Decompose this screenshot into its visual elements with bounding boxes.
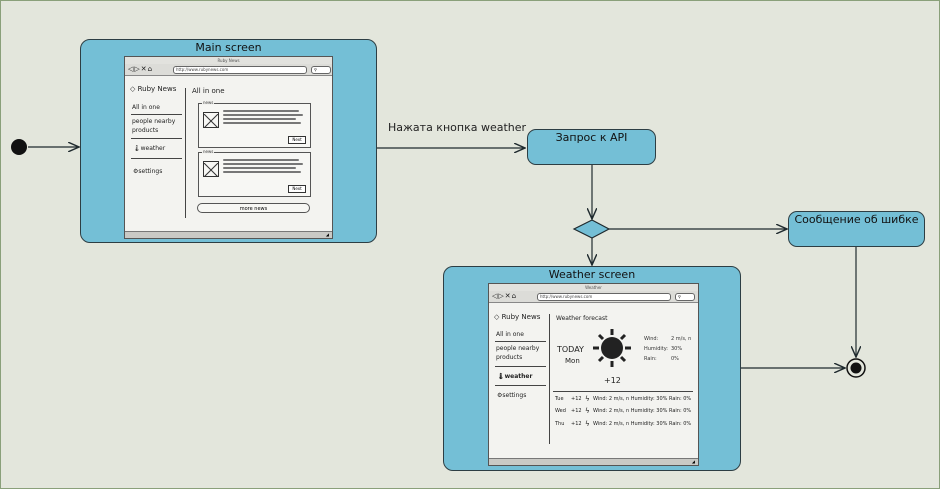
sidebar-logo: ◇ Ruby News [130, 85, 176, 93]
current-temperature: +12 [604, 376, 621, 385]
sidebar-item-label: settings [138, 168, 163, 175]
sidebar-divider [131, 138, 182, 139]
forecast-day: Thu [555, 421, 565, 427]
search-field: ⚲ [311, 66, 331, 74]
sidebar-separator [549, 314, 550, 444]
next-button: Next [288, 136, 306, 144]
page-title: Weather forecast [556, 315, 608, 322]
forecast-temp: +12 [571, 396, 582, 402]
card-legend: news [202, 100, 215, 105]
search-field: ⚲ [675, 293, 695, 301]
detail-key: Rain: [644, 356, 657, 362]
browser-toolbar: ◁▷✕⌂ http://www.rubynews.com ⚲ [489, 291, 698, 303]
browser-toolbar: ◁▷✕⌂ http://www.rubynews.com ⚲ [125, 64, 332, 76]
state-title: Main screen [195, 41, 262, 54]
news-card: news Next [198, 100, 311, 148]
forecast-day: Wed [555, 408, 566, 414]
detail-value: 30% [671, 346, 683, 352]
lightning-icon: ϟ [585, 407, 590, 415]
sidebar-divider [131, 158, 182, 159]
error-message-action: Сообщение об шибке [788, 211, 925, 247]
next-button: Next [288, 185, 306, 193]
gear-icon: ⚙ [497, 392, 503, 399]
sidebar-divider [495, 366, 546, 367]
state-title: Weather screen [548, 268, 636, 281]
sidebar-logo: ◇ Ruby News [494, 313, 540, 321]
sidebar-item-label: weather [504, 373, 533, 380]
final-node-core [850, 362, 862, 374]
thermometer-icon: 🌡 [133, 145, 141, 152]
more-news-button: more news [197, 203, 310, 213]
sidebar-item-weather: 🌡weather [497, 373, 532, 380]
logo-text: Ruby News [501, 313, 541, 321]
sidebar-item-people-nearby: people nearby [496, 345, 540, 352]
weather-browser-mockup: Weather ◁▷✕⌂ http://www.rubynews.com ⚲ ◢ [488, 283, 699, 466]
sidebar-item-all-in-one: All in one [132, 104, 160, 111]
nav-buttons-icon: ◁▷✕⌂ [128, 65, 154, 73]
sidebar-item-label: weather [140, 145, 166, 152]
day-label: Mon [565, 357, 580, 365]
sidebar-item-all-in-one: All in one [496, 331, 524, 338]
forecast-temp: +12 [571, 421, 582, 427]
status-bar: ◢ [125, 231, 332, 238]
sun-icon [593, 329, 631, 367]
today-label: TODAY [557, 345, 584, 354]
lightning-icon: ϟ [585, 395, 590, 403]
url-bar: http://www.rubynews.com [537, 293, 671, 301]
sidebar-item-people-nearby: people nearby [132, 118, 176, 125]
status-bar: ◢ [489, 458, 698, 465]
news-card: news Next [198, 149, 311, 197]
sidebar-divider [131, 114, 182, 115]
gear-icon: ⚙ [133, 168, 139, 175]
forecast-day: Tue [555, 396, 564, 402]
detail-value: 2 m/s, n [671, 336, 692, 342]
sidebar-divider [495, 385, 546, 386]
diamond-icon: ◇ [130, 85, 136, 93]
sidebar-item-settings: ⚙settings [497, 392, 526, 399]
news-text-lines [223, 110, 306, 126]
forecast-summary: Wind: 2 m/s, n Humidity: 30% Rain: 0% [593, 421, 692, 427]
page-title: All in one [192, 87, 225, 95]
thermometer-icon: 🌡 [497, 373, 505, 380]
news-text-lines [223, 159, 306, 175]
final-node [846, 358, 866, 378]
sidebar-separator [185, 88, 186, 218]
card-legend: news [202, 149, 215, 154]
lightning-icon: ϟ [585, 420, 590, 428]
sidebar-item-products: products [496, 354, 523, 361]
forecast-temp: +12 [571, 408, 582, 414]
forecast-summary: Wind: 2 m/s, n Humidity: 30% Rain: 0% [593, 396, 692, 402]
forecast-divider [553, 391, 693, 392]
sidebar-item-products: products [132, 127, 159, 134]
detail-value: 0% [671, 356, 679, 362]
initial-node [11, 139, 27, 155]
sidebar-divider [495, 341, 546, 342]
detail-key: Wind: [644, 336, 659, 342]
logo-text: Ruby News [137, 85, 177, 93]
sidebar-item-weather: 🌡weather [133, 145, 165, 152]
url-bar: http://www.rubynews.com [173, 66, 307, 74]
api-request-action: Запрос к API [527, 129, 656, 165]
decision-node [572, 219, 611, 239]
transition-label: Нажата кнопка weather [388, 121, 527, 134]
action-label: Сообщение об шибке [794, 213, 919, 226]
nav-buttons-icon: ◁▷✕⌂ [492, 292, 518, 300]
detail-key: Humidity: [644, 346, 668, 352]
sidebar-item-label: settings [502, 392, 527, 399]
sidebar-item-settings: ⚙settings [133, 168, 162, 175]
action-label: Запрос к API [555, 131, 628, 144]
image-placeholder-icon [203, 112, 219, 129]
forecast-summary: Wind: 2 m/s, n Humidity: 30% Rain: 0% [593, 408, 692, 414]
diamond-icon: ◇ [494, 313, 500, 321]
image-placeholder-icon [203, 161, 219, 178]
